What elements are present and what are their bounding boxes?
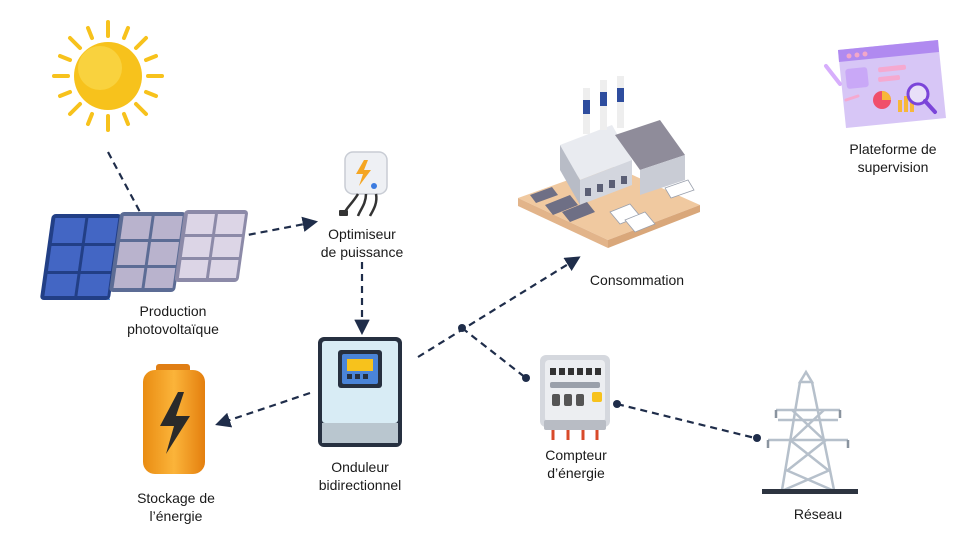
label-onduleur-bidirectionnel: Onduleur bidirectionnel [318,459,402,493]
label-optimiseur-de-puissance: Optimiseur de puissance [320,226,404,260]
meter-out-dot [613,400,621,408]
solar-panel-icon [40,210,248,300]
optimizer-icon [339,151,388,217]
inverter-icon [318,337,402,447]
inverter-to-storage-arrow [215,391,311,428]
connector-dots [458,324,761,442]
label-consommation: Consommation [589,272,685,288]
junction-dot [458,324,466,332]
label-production-photovoltaique: Production photovoltaïque [127,303,219,337]
junction-to-meter-link [461,327,527,379]
connectors [107,151,756,440]
pylon-icon [762,369,858,494]
battery-icon [143,364,205,474]
inverter-to-consumption-arrow [417,256,581,358]
sun-to-panels-link [107,151,141,213]
label-plateforme-de-supervision: Plateforme de supervision [849,141,937,175]
meter-in-dot [522,374,530,382]
grid-in-dot [753,434,761,442]
meter-to-grid-link [616,402,756,440]
label-reseau: Réseau [793,506,843,522]
sun-icon [52,20,164,132]
dashboard-icon [824,40,946,128]
panels-to-optimizer-arrow [236,216,319,239]
label-stockage-de-l-energie: Stockage de l’énergie [137,490,215,524]
factory-icon [518,76,700,248]
meter-icon [540,355,610,440]
label-compteur-d-energie: Compteur d’énergie [545,447,607,481]
